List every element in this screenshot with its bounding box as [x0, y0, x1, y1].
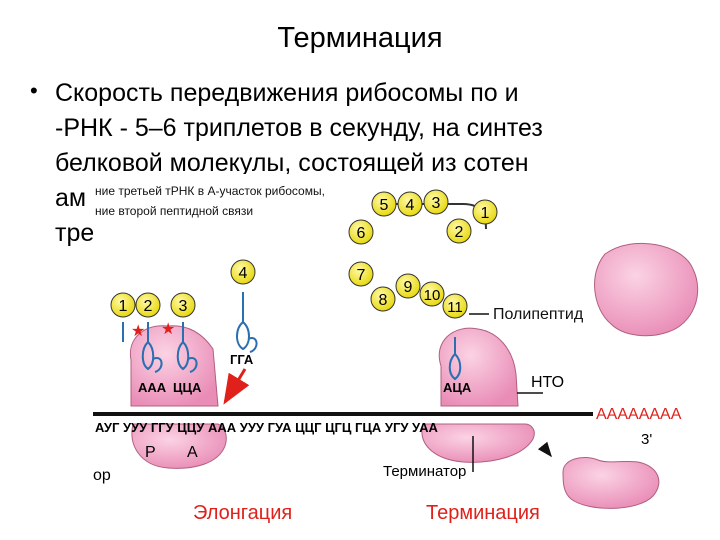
red-star-1: ★: [131, 323, 145, 340]
chain-bead-label: 7: [357, 267, 366, 284]
hto-label: НТО: [531, 374, 564, 391]
chain-bead-4: [397, 191, 423, 217]
chain-bead-1: [472, 199, 498, 225]
site-p-label: Р: [145, 444, 156, 461]
bullet-marker: •: [30, 78, 38, 103]
chain-bead-6: [348, 219, 374, 245]
chain-bead-label: 10: [424, 287, 441, 304]
red-star-2: ★: [161, 321, 175, 338]
chain-bead-7: [348, 261, 374, 287]
figure-caption-2: ние второй пептидной связи: [95, 204, 253, 218]
anticodon-aaa: ААА: [138, 380, 167, 395]
site-a-label: А: [187, 444, 198, 461]
released-protein: [594, 242, 699, 337]
bead-1-left: [110, 292, 136, 318]
chain-bead-label: 3: [432, 195, 441, 212]
polypeptide-label: Полипептид: [493, 306, 584, 323]
cut-label-left: ор: [93, 467, 111, 484]
body-line-2: -РНК - 5–6 триплетов в секунду, на синте…: [55, 114, 543, 142]
chain-bead-label: 2: [455, 224, 464, 241]
ribosome-termination: АЦА: [421, 327, 535, 463]
chain-bead-label: 8: [379, 292, 388, 309]
bead-label: 2: [144, 298, 153, 315]
anticodon-aca: АЦА: [443, 380, 472, 395]
mrna-sequence: АУГ УУУ ГГУ ЦЦУ ААА УУУ ГУА ЦЦГ ЦГЦ ГЦА …: [95, 420, 439, 435]
bead-2-left: [135, 292, 161, 318]
chain-bead-label: 4: [406, 197, 415, 214]
bead-4-free: [230, 259, 256, 285]
anticodon-cca: ЦЦА: [173, 380, 202, 395]
polya-tail: AAAAAAAA: [596, 406, 682, 423]
figure-caption-1: ние третьей тРНК в А-участок рибосомы,: [95, 184, 325, 198]
trna-group-left: [122, 292, 258, 373]
chain-bead-8: [370, 286, 396, 312]
body-line-4: ам: [55, 184, 87, 212]
bead-label: 1: [119, 298, 128, 315]
polypeptide-chain: 5 4 3 2 1 6 7 8 9 10 11: [348, 189, 498, 319]
body-line-5: тре: [55, 219, 95, 247]
chain-bead-label: 5: [380, 197, 389, 214]
elongation-label: Элонгация: [193, 502, 292, 524]
chain-bead-3: [423, 189, 449, 215]
anticodon-gga: ГГА: [230, 352, 254, 367]
diagram-canvas: ние третьей тРНК в А-участок рибосомы, н…: [93, 184, 699, 524]
ribosome-elongation: Р А: [129, 325, 227, 469]
chain-bead-label: 9: [404, 279, 413, 296]
slide-title: Терминация: [277, 22, 443, 54]
released-subunit: [562, 457, 660, 509]
chain-bead-2: [446, 218, 472, 244]
chain-bead-label: 1: [481, 205, 490, 222]
terminator-arrow: [537, 441, 552, 458]
bead-3-left: [170, 292, 196, 318]
chain-bead-label: 11: [447, 299, 463, 316]
bead-label: 4: [239, 265, 248, 282]
chain-bead-label: 6: [357, 225, 366, 242]
chain-bead-10: [419, 281, 445, 307]
terminator-label: Терминатор: [383, 463, 466, 480]
slide-body-text: Скорость передвижения рибосомы по и -РНК…: [55, 76, 705, 251]
termination-label: Терминация: [426, 502, 540, 524]
three-prime-label: 3': [641, 431, 652, 448]
red-arrow-icon: [223, 368, 250, 405]
chain-bead-5: [371, 191, 397, 217]
chain-bead-11: [442, 293, 468, 319]
chain-bead-9: [395, 273, 421, 299]
body-line-3: белковой молекулы, состоящей из сотен: [55, 149, 529, 177]
translation-diagram: ние третьей тРНК в А-участок рибосомы, н…: [93, 174, 720, 540]
body-line-1: Скорость передвижения рибосомы по и: [55, 79, 519, 107]
bead-label: 3: [179, 298, 188, 315]
